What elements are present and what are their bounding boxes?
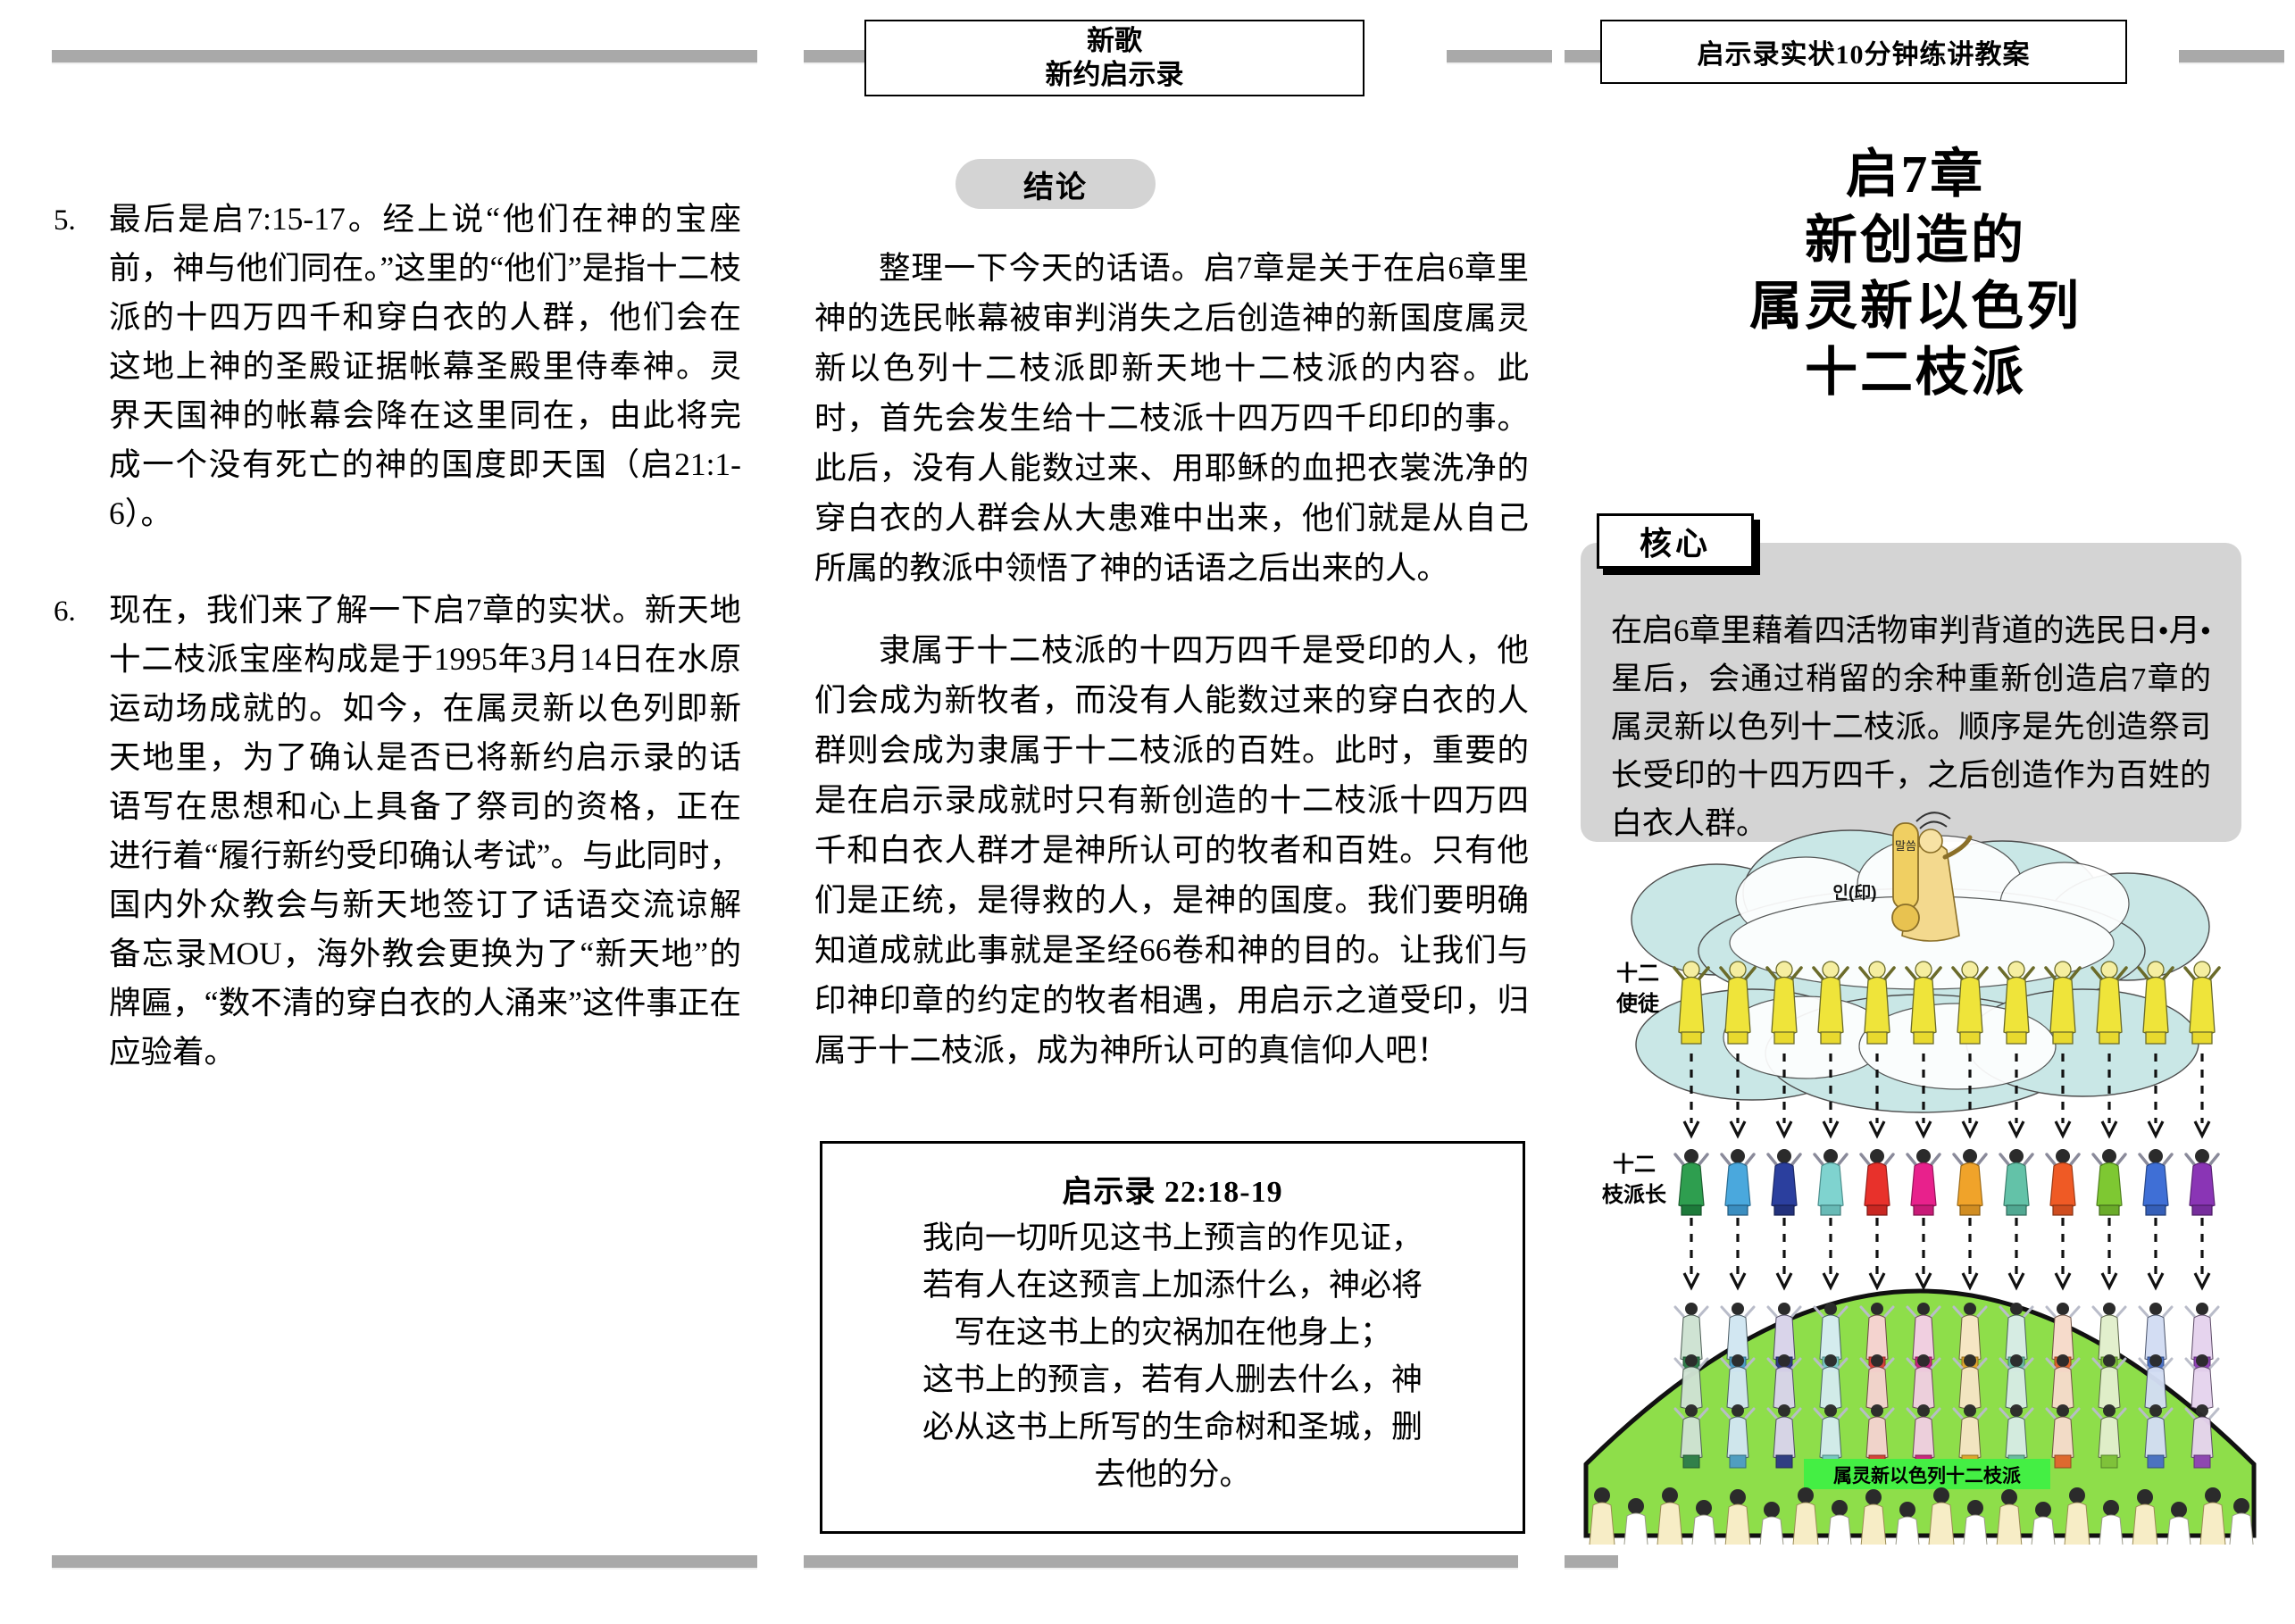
divine-figure: 말씀	[1891, 812, 1973, 942]
title-line: 新创造的	[1804, 211, 2026, 270]
tribe-head-figure	[1859, 1149, 1895, 1216]
left-bottom-divider	[52, 1555, 757, 1568]
tribe-head-figure	[1720, 1149, 1756, 1216]
numbered-paragraph: 5. 最后是启7:15-17。经上说“他们在神的宝座前，神与他们同在。”这里的“…	[54, 195, 741, 538]
paragraph-number: 6.	[54, 595, 76, 628]
tribe-head-figure	[1813, 1149, 1849, 1216]
center-paragraph: 整理一下今天的话语。启7章是关于在启6章里神的选民帐幕被审判消失之后创造神的新国…	[814, 250, 1529, 586]
center-header-box: 新歌 新约启示录	[864, 20, 1364, 96]
apostle-figure	[1673, 961, 1710, 1045]
scripture-line: 这书上的预言，若有人删去什么，神	[922, 1362, 1423, 1397]
scripture-line: 我向一切听见这书上预言的作见证，	[922, 1220, 1423, 1255]
scripture-line: 必从这书上所写的生命树和圣城，删	[922, 1410, 1423, 1445]
congregation-row-2	[1673, 1354, 2220, 1410]
tribe-head-figure	[1952, 1149, 1988, 1216]
center-paragraph: 隶属于十二枝派的十四万四千是受印的人，他们会成为新牧者，而没有人能数过来的穿白衣…	[814, 632, 1529, 1068]
banner-background	[1804, 1459, 2050, 1489]
illustration-svg: 말씀 인(印) 十二 使徒	[1583, 812, 2257, 1545]
scripture-line: 若有人在这预言上加添什么，神必将	[922, 1268, 1423, 1303]
center-bottom-divider	[804, 1555, 1518, 1568]
apostle-figure	[2183, 961, 2221, 1045]
title-line: 属灵新以色列	[1748, 277, 2082, 336]
scripture-line: 写在这书上的灾祸加在他身上；	[953, 1315, 1391, 1350]
core-summary-text: 在启6章里藉着四活物审判背道的选民日•月•星后，会通过稍留的余种重新创造启7章的…	[1611, 613, 2212, 841]
tribe-head-figure	[2045, 1149, 2081, 1216]
apostle-figure	[1765, 961, 1803, 1045]
apostles-row-label-line1: 十二	[1616, 962, 1659, 986]
title-line: 启7章	[1845, 145, 1986, 204]
center-panel: 新歌 新约启示录 结论 整理一下今天的话语。启7章是关于在启6章里神的选民帐幕被…	[795, 0, 1563, 1624]
arrow-group-upper	[1690, 1054, 2204, 1123]
page-title: 启7章 新创造的 属灵新以色列 十二枝派	[1563, 141, 2268, 405]
apostle-figure	[1951, 961, 1989, 1045]
arrow-head-group-upper	[1682, 1120, 2211, 1139]
paragraph-text: 现在，我们来了解一下启7章的实状。新天地十二枝派宝座构成是于1995年3月14日…	[109, 592, 741, 1070]
numbered-paragraph: 6. 现在，我们来了解一下启7章的实状。新天地十二枝派宝座构成是于1995年3月…	[54, 586, 741, 1077]
apostle-figure	[1905, 961, 1942, 1045]
title-line: 十二枝派	[1804, 343, 2026, 402]
white-robed-crowd	[1589, 1487, 2254, 1545]
apostle-figure	[2137, 961, 2174, 1045]
section-badge: 结论	[956, 159, 1156, 209]
congregation-row-1	[1673, 1303, 2220, 1372]
tribe-head-figure	[2184, 1149, 2220, 1216]
tribeheads-row-label-line2: 枝派长	[1602, 1183, 1667, 1207]
twelve-tribes-illustration: 말씀 인(印) 十二 使徒	[1582, 786, 2257, 1545]
arrow-head-group-lower	[1682, 1272, 2211, 1291]
apostle-figure	[2091, 961, 2128, 1045]
apostle-row	[1673, 961, 2221, 1045]
apostle-figure	[2044, 961, 2082, 1045]
right-bottom-divider	[1565, 1555, 1618, 1568]
apostle-figure	[1719, 961, 1757, 1045]
core-summary-box: 在启6章里藉着四活物审判背道的选民日•月•星后，会通过稍留的余种重新创造启7章的…	[1581, 543, 2241, 842]
scripture-reference: 启示录 22:18-19	[1062, 1176, 1283, 1209]
tribe-head-figure	[2138, 1149, 2174, 1216]
apostle-figure	[1998, 961, 2035, 1045]
scripture-text: 我向一切听见这书上预言的作见证， 若有人在这预言上加添什么，神必将 写在这书上的…	[847, 1214, 1498, 1498]
right-top-divider-right	[2179, 50, 2284, 62]
tribe-head-figure	[1673, 1149, 1709, 1216]
right-header-box: 启示录实状10分钟练讲教案	[1600, 20, 2127, 84]
scripture-line: 去他的分。	[1094, 1457, 1251, 1492]
left-top-divider	[52, 50, 757, 62]
tribeheads-row-label-line1: 十二	[1613, 1153, 1656, 1177]
header-line-1: 新歌	[1087, 25, 1142, 56]
scroll-label: 말씀	[1895, 839, 1916, 853]
paragraph-text: 最后是启7:15-17。经上说“他们在神的宝座前，神与他们同在。”这里的“他们”…	[109, 201, 741, 531]
congregation-row-3	[1673, 1404, 2220, 1469]
scripture-quote-box: 启示录 22:18-19 我向一切听见这书上预言的作见证， 若有人在这预言上加添…	[820, 1141, 1525, 1534]
apostles-row-label-line2: 使徒	[1615, 991, 1660, 1016]
tribe-head-figure	[1906, 1149, 1941, 1216]
apostle-figure	[1858, 961, 1896, 1045]
header-line-2: 新约启示录	[1045, 59, 1184, 90]
apostle-figure	[1812, 961, 1849, 1045]
center-top-divider-right	[1447, 50, 1552, 62]
banner-label: 属灵新以色列十二枝派	[1833, 1465, 2022, 1487]
seal-label: 인(印)	[1832, 883, 1876, 903]
right-panel: 启示录实状10分钟练讲教案 启7章 新创造的 属灵新以色列 十二枝派 核心 在启…	[1563, 0, 2295, 1624]
paragraph-number: 5.	[54, 204, 76, 237]
tribe-head-figure	[1999, 1149, 2034, 1216]
tribe-head-row	[1673, 1149, 2220, 1216]
tribe-head-figure	[1766, 1149, 1802, 1216]
tribe-head-figure	[2091, 1149, 2127, 1216]
core-section-tab: 核心	[1597, 513, 1754, 569]
arrow-group-lower	[1690, 1218, 2204, 1275]
left-panel: 5. 最后是启7:15-17。经上说“他们在神的宝座前，神与他们同在。”这里的“…	[0, 0, 795, 1624]
